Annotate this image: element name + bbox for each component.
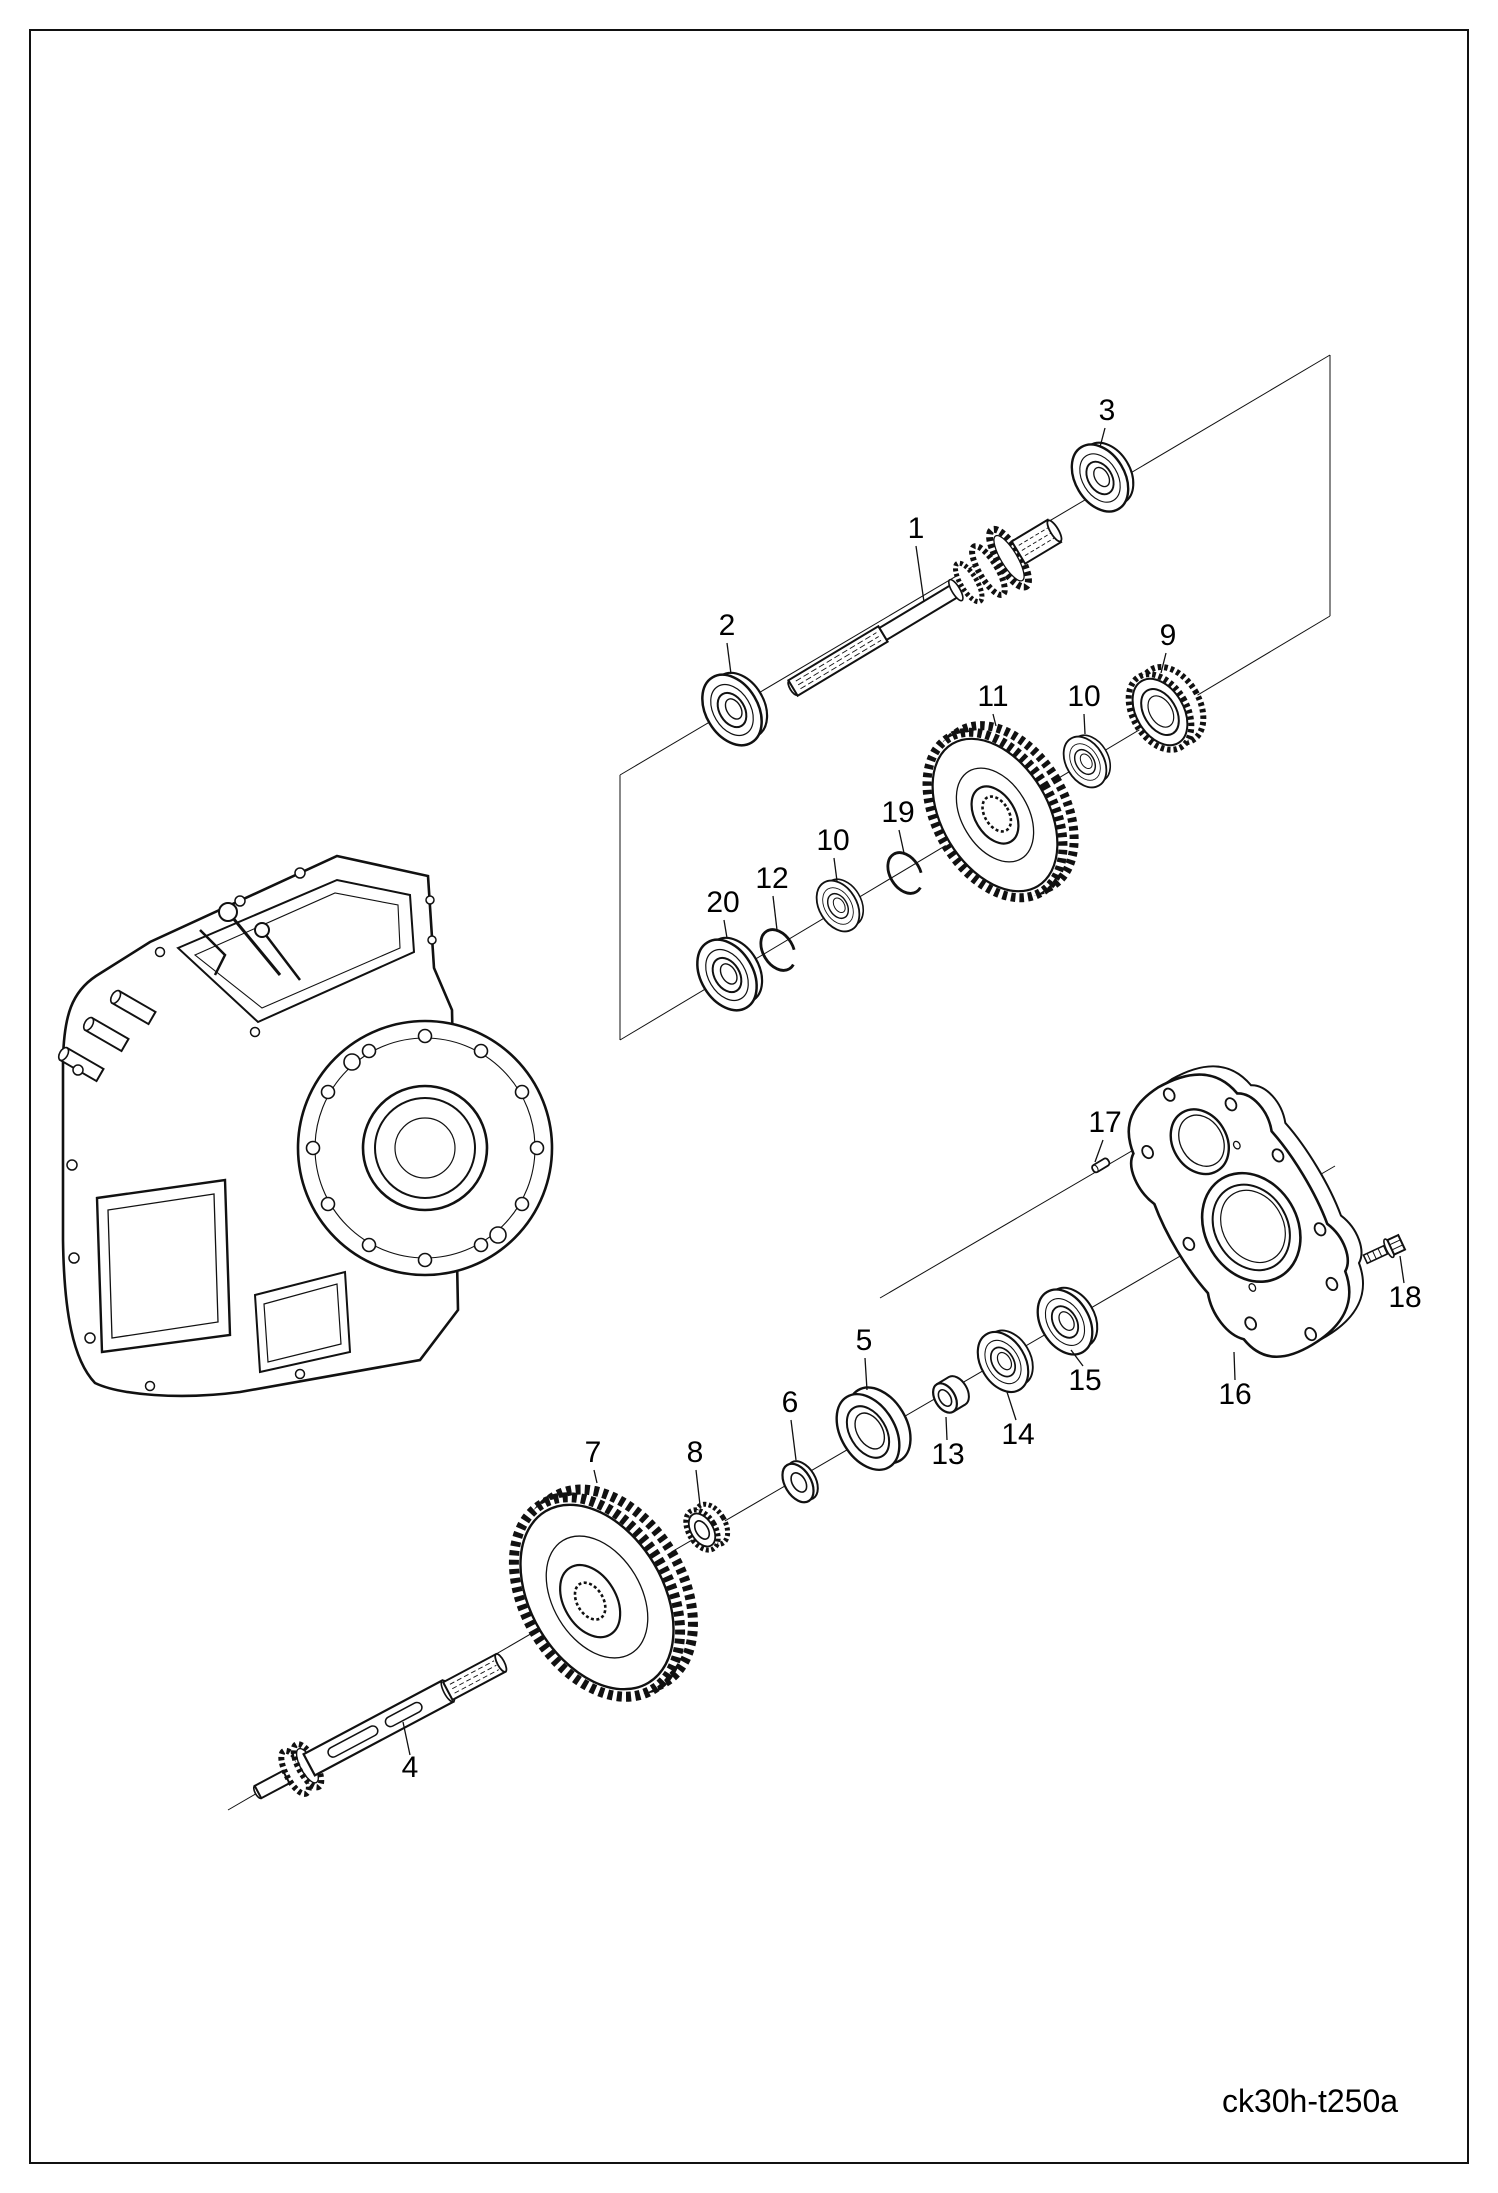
callout-12: 12 xyxy=(755,862,788,895)
part-11-gear xyxy=(922,721,1079,903)
housing-bottom-window xyxy=(253,1270,352,1374)
callout-labels: 1 2 3 9 11 10 19 10 12 20 17 16 18 15 14… xyxy=(402,394,1422,1784)
callout-9: 9 xyxy=(1160,619,1177,652)
callout-5: 5 xyxy=(856,1324,873,1357)
page-border xyxy=(29,29,1469,2164)
housing-top-opening xyxy=(176,878,416,1024)
callout-4: 4 xyxy=(402,1751,419,1784)
part-13-bushing xyxy=(932,1375,970,1414)
part-5-seal-collar xyxy=(835,1386,912,1471)
callout-7: 7 xyxy=(585,1436,602,1469)
callout-18: 18 xyxy=(1388,1281,1421,1314)
part-8-splined-hub xyxy=(683,1501,731,1553)
part-3-bearing xyxy=(1059,429,1147,523)
callout-10-left: 10 xyxy=(816,824,849,857)
callout-3: 3 xyxy=(1099,394,1116,427)
callout-20: 20 xyxy=(706,886,739,919)
part-16-cover-features xyxy=(1141,1087,1339,1342)
part-7-gear xyxy=(508,1484,698,1702)
part-18-bolt xyxy=(1362,1233,1407,1265)
part-15-bearing xyxy=(1025,1275,1111,1366)
callout-16: 16 xyxy=(1218,1378,1251,1411)
callout-11: 11 xyxy=(977,680,1008,713)
part-14-bearing xyxy=(966,1318,1045,1403)
callout-1: 1 xyxy=(908,512,925,545)
callout-15: 15 xyxy=(1068,1364,1101,1397)
part-10-bearing-right xyxy=(1053,725,1121,796)
part-19-snap-ring xyxy=(879,845,931,901)
part-4-output-shaft xyxy=(252,1652,508,1800)
part-6-washer xyxy=(781,1460,819,1504)
part-2-bearing xyxy=(688,659,782,758)
housing-side-window xyxy=(95,1178,232,1354)
housing-small-holes xyxy=(66,867,437,1392)
part-1-input-shaft xyxy=(786,518,1063,698)
callout-6: 6 xyxy=(782,1386,799,1419)
transmission-housing xyxy=(57,854,554,1398)
part-10-bearing-left xyxy=(806,869,874,940)
flange-bolt-holes xyxy=(305,1028,545,1268)
callout-leader-lines xyxy=(402,427,1405,1756)
callout-2: 2 xyxy=(719,609,736,642)
callout-8: 8 xyxy=(687,1436,704,1469)
callout-17: 17 xyxy=(1088,1106,1121,1139)
part-17-pin xyxy=(1091,1157,1111,1174)
callout-14: 14 xyxy=(1001,1418,1034,1451)
callout-10-right: 10 xyxy=(1067,680,1100,713)
housing-bosses xyxy=(57,989,157,1083)
drawing-code-label: ck30h-t250a xyxy=(1222,2083,1398,2119)
part-9-splined-coupler xyxy=(1125,663,1207,753)
callout-13: 13 xyxy=(931,1438,964,1471)
housing-shift-forks xyxy=(199,902,301,981)
callout-19: 19 xyxy=(881,796,914,829)
